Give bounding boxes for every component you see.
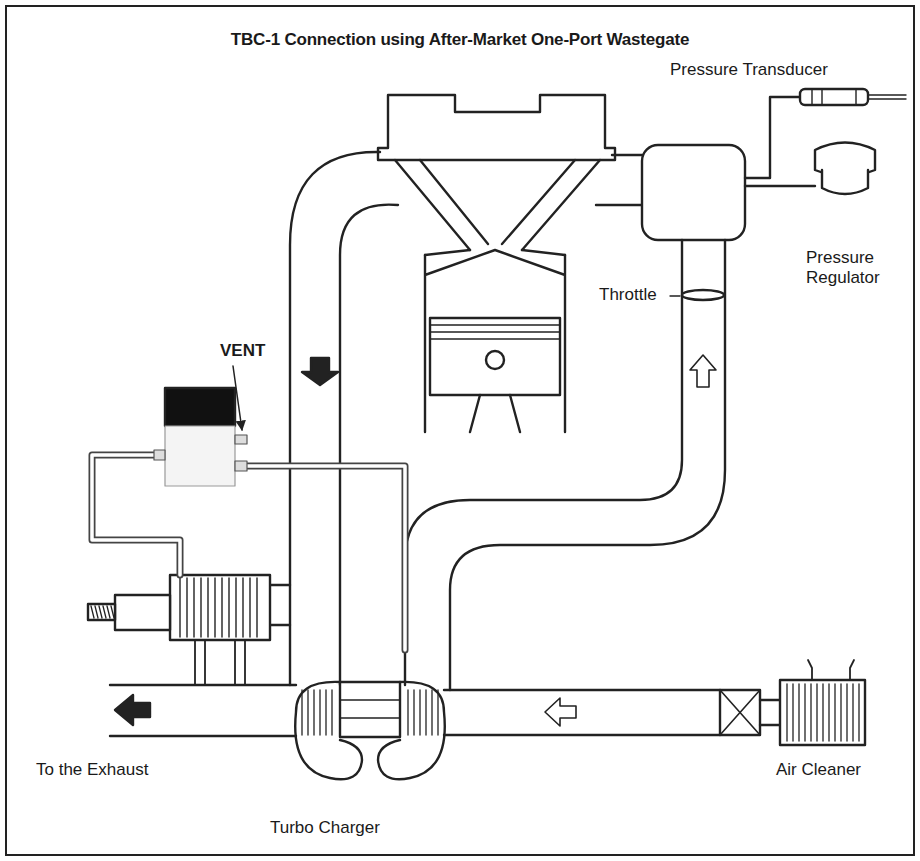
engine — [378, 95, 615, 432]
part-label: Pressure Regulator — [804, 248, 904, 289]
frame — [6, 6, 914, 855]
wastegate — [88, 575, 290, 685]
part-label: Air Cleaner — [774, 760, 863, 780]
intake-pipe — [405, 145, 745, 690]
part-label: To the Exhaust — [34, 760, 150, 780]
exhaust-pipe — [290, 152, 398, 685]
air-cleaner — [444, 660, 865, 745]
turbo-charger — [295, 682, 445, 779]
sensor-group — [745, 89, 906, 194]
part-label: Turbo Charger — [268, 818, 382, 838]
exhaust-outlet — [110, 685, 296, 736]
part-label: Pressure Transducer — [668, 60, 830, 80]
part-label: Throttle — [597, 285, 659, 305]
vent-label: VENT — [218, 341, 267, 361]
diagram-title: TBC-1 Connection using After-Market One-… — [0, 30, 920, 50]
tbc-solenoid — [92, 366, 405, 650]
